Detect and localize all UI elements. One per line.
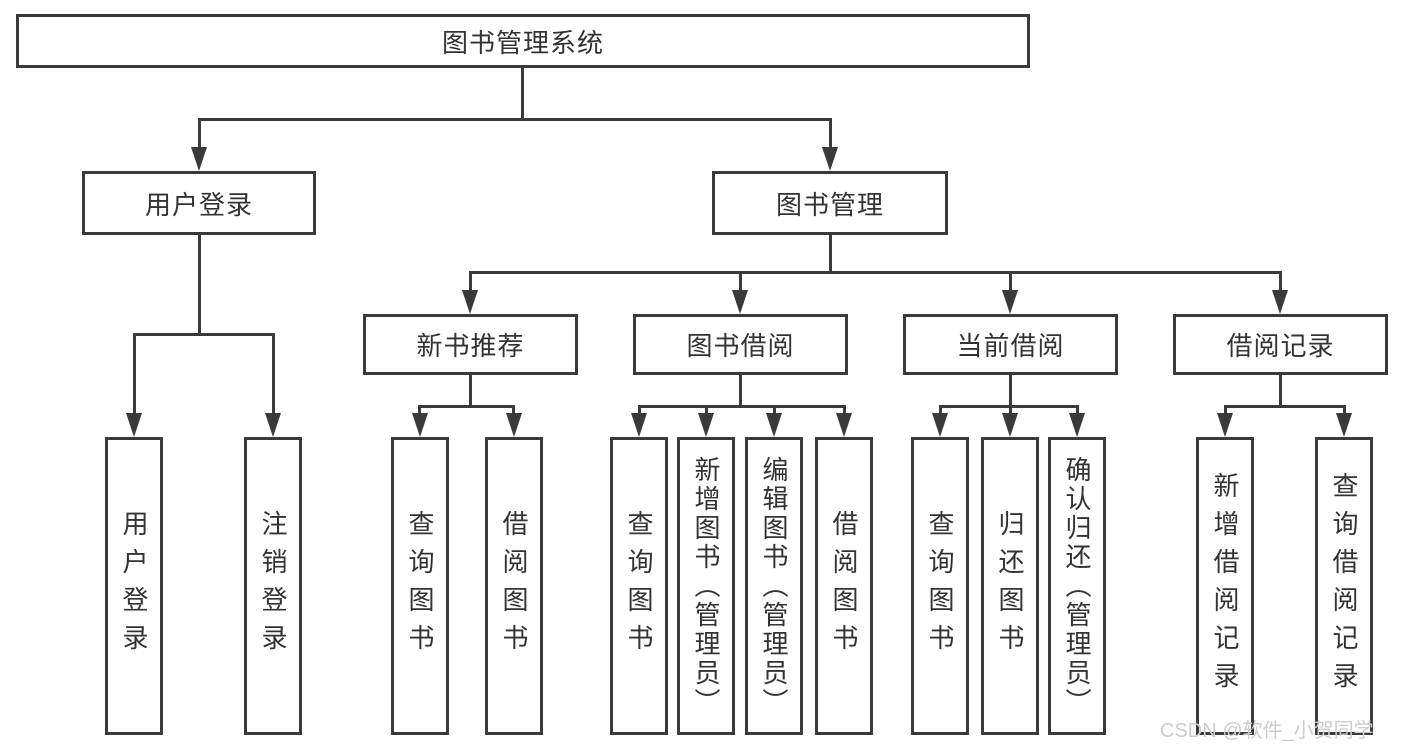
leaf-label: 编辑图书（管理员）: [759, 455, 789, 717]
edge-drop-new-book: [469, 271, 472, 292]
leaf-label: 借阅图书: [829, 510, 859, 662]
edge-drop: [418, 405, 421, 415]
leaf-add-book-admin: 新增图书（管理员）: [677, 437, 735, 735]
node-current-borrow: 当前借阅: [903, 314, 1118, 375]
edge-new-book-trunk: [469, 375, 472, 408]
leaf-borrow-book: 借阅图书: [815, 437, 873, 735]
edge-drop: [1224, 405, 1227, 415]
edge-root-trunk: [521, 68, 524, 120]
down-arrow-icon: [462, 290, 478, 314]
leaf-label: 新增图书（管理员）: [691, 455, 721, 717]
edge-new-book-bus: [419, 405, 515, 408]
down-arrow-icon: [1217, 413, 1233, 437]
edge-drop-leaf-logout: [272, 333, 275, 413]
edge-borrow-records-bus: [1224, 405, 1345, 408]
leaf-label: 查询图书: [624, 510, 654, 662]
leaf-label: 查询图书: [405, 510, 435, 662]
down-arrow-icon: [506, 413, 522, 437]
node-book-borrow: 图书借阅: [633, 314, 848, 375]
edge-drop-book-management: [829, 118, 832, 148]
down-arrow-icon: [265, 413, 281, 437]
leaf-return-book: 归还图书: [981, 437, 1039, 735]
edge-current-borrow-trunk: [1009, 375, 1012, 408]
node-user-login: 用户登录: [82, 171, 316, 235]
edge-drop: [1343, 405, 1346, 415]
down-arrow-icon: [1002, 290, 1018, 314]
leaf-confirm-return-admin: 确认归还（管理员）: [1048, 437, 1106, 735]
edge-book-borrow-bus: [638, 405, 845, 408]
node-label: 图书管理系统: [441, 27, 604, 58]
leaf-user-login: 用户登录: [105, 437, 163, 735]
down-arrow-icon: [698, 413, 714, 437]
csdn-watermark: CSDN @软件_小贺同学: [1160, 720, 1374, 742]
leaf-label: 归还图书: [995, 510, 1025, 662]
leaf-add-borrow-record: 新增借阅记录: [1196, 437, 1254, 735]
leaf-label: 用户登录: [119, 510, 149, 662]
leaf-label: 新增借阅记录: [1210, 472, 1240, 700]
leaf-label: 查询图书: [925, 510, 955, 662]
edge-book-borrow-trunk: [739, 375, 742, 408]
leaf-query-books-current: 查询图书: [911, 437, 969, 735]
edge-book-management-bus: [470, 271, 1282, 274]
down-arrow-icon: [1069, 413, 1085, 437]
node-label: 新书推荐: [416, 331, 525, 361]
down-arrow-icon: [191, 147, 207, 171]
edge-drop-borrow-records: [1279, 271, 1282, 292]
edge-drop-leaf-login: [133, 333, 136, 413]
edge-drop: [705, 405, 708, 415]
edge-user-login-bus: [133, 333, 275, 336]
down-arrow-icon: [1272, 290, 1288, 314]
leaf-borrow-book-recommend: 借阅图书: [485, 437, 543, 735]
down-arrow-icon: [932, 413, 948, 437]
leaf-query-books-recommend: 查询图书: [391, 437, 449, 735]
leaf-label: 查询借阅记录: [1329, 472, 1359, 700]
down-arrow-icon: [631, 413, 647, 437]
node-root-library-system: 图书管理系统: [16, 14, 1030, 68]
leaf-label: 借阅图书: [499, 510, 529, 662]
leaf-edit-book-admin: 编辑图书（管理员）: [745, 437, 803, 735]
edge-drop: [843, 405, 846, 415]
node-label: 当前借阅: [956, 331, 1065, 361]
edge-user-login-trunk: [198, 235, 201, 335]
down-arrow-icon: [836, 413, 852, 437]
down-arrow-icon: [126, 413, 142, 437]
node-new-book-recommend: 新书推荐: [363, 314, 578, 375]
edge-book-management-trunk: [829, 235, 832, 274]
down-arrow-icon: [1336, 413, 1352, 437]
node-label: 借阅记录: [1226, 331, 1335, 361]
edge-current-borrow-bus: [939, 405, 1078, 408]
down-arrow-icon: [412, 413, 428, 437]
edge-drop-user-login: [198, 118, 201, 148]
node-label: 图书管理: [775, 189, 884, 220]
edge-drop-current-borrow: [1009, 271, 1012, 292]
node-label: 图书借阅: [686, 331, 795, 361]
down-arrow-icon: [822, 147, 838, 171]
leaf-label: 确认归还（管理员）: [1062, 455, 1092, 717]
edge-root-bus: [198, 118, 832, 121]
node-label: 用户登录: [144, 189, 253, 220]
edge-drop: [638, 405, 641, 415]
node-book-management: 图书管理: [712, 171, 948, 235]
down-arrow-icon: [1002, 413, 1018, 437]
leaf-query-books-borrow: 查询图书: [610, 437, 668, 735]
down-arrow-icon: [732, 290, 748, 314]
edge-drop: [1076, 405, 1079, 415]
node-borrow-records: 借阅记录: [1173, 314, 1388, 375]
edge-drop: [939, 405, 942, 415]
down-arrow-icon: [766, 413, 782, 437]
leaf-query-borrow-record: 查询借阅记录: [1315, 437, 1373, 735]
edge-drop: [1009, 405, 1012, 415]
edge-drop-book-borrow: [739, 271, 742, 292]
edge-drop: [512, 405, 515, 415]
edge-drop: [773, 405, 776, 415]
leaf-logout: 注销登录: [244, 437, 302, 735]
leaf-label: 注销登录: [258, 510, 288, 662]
edge-borrow-records-trunk: [1279, 375, 1282, 408]
